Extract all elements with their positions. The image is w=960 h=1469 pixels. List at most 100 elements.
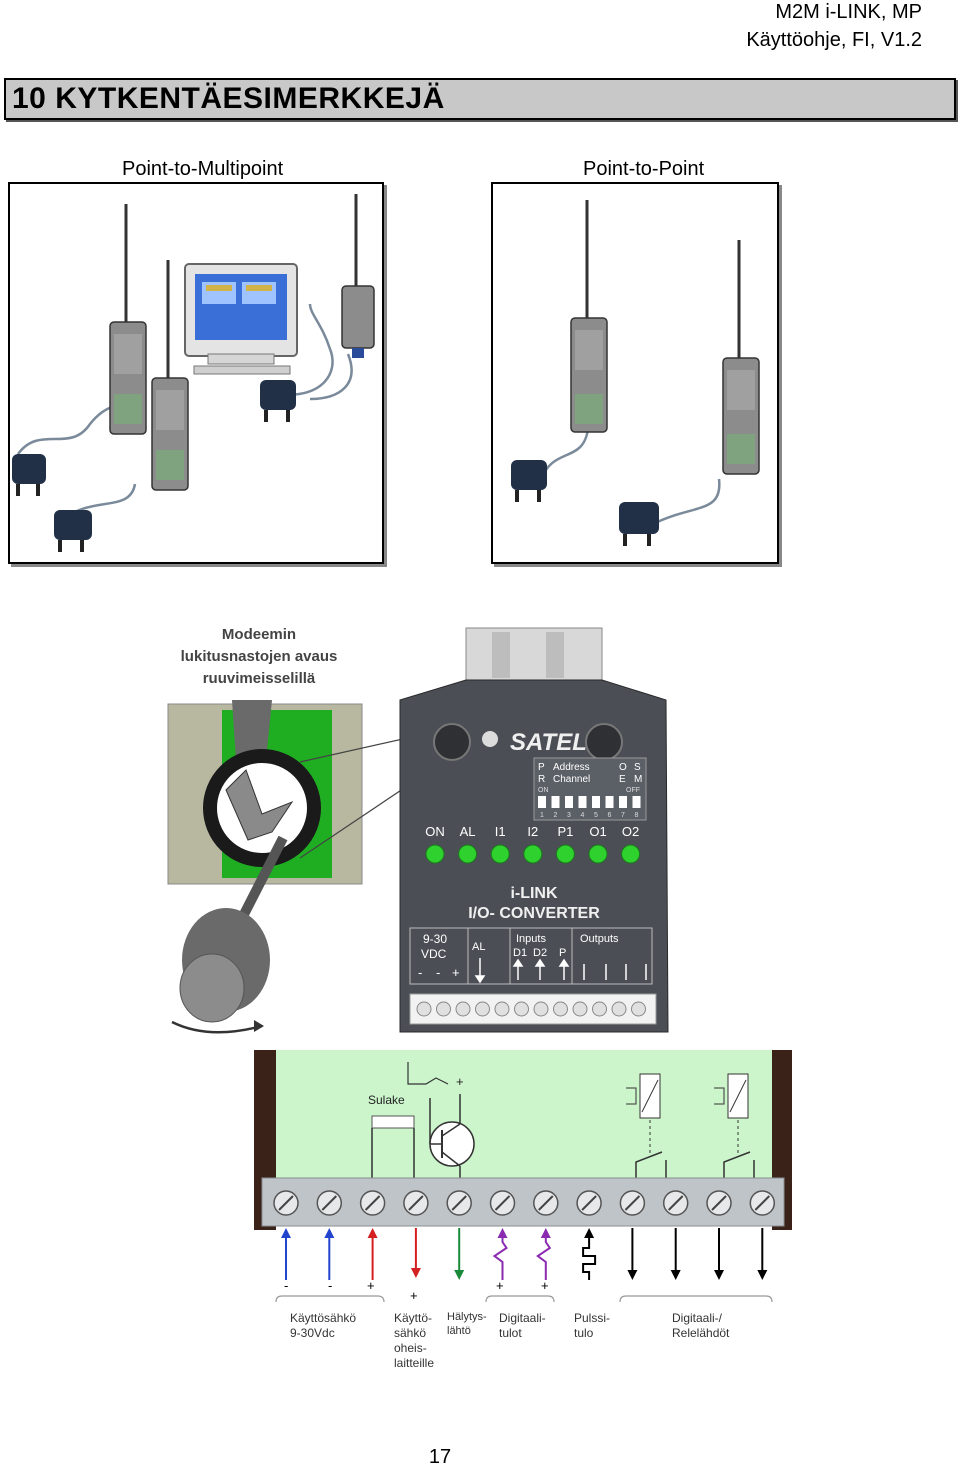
terminal-label-outputs: Outputs xyxy=(580,933,619,945)
callout-line-1: Modeemin xyxy=(222,626,296,643)
screw-terminal-rail xyxy=(273,1190,776,1216)
device-screw xyxy=(494,1001,510,1017)
modem-b xyxy=(722,240,760,475)
dip-label-off: OFF xyxy=(626,787,640,794)
pulse-input-wire xyxy=(582,1236,597,1280)
device-screw xyxy=(631,1001,646,1017)
terminal-label-d2: D2 xyxy=(533,947,547,959)
terminal-sign-3: + xyxy=(452,965,460,980)
power-adapter-1 xyxy=(12,454,46,496)
device-screw xyxy=(475,1001,490,1017)
callout-line-2: lukitusnastojen avaus xyxy=(181,648,338,665)
dip-switch xyxy=(578,796,587,808)
dip-label-on: ON xyxy=(538,787,549,794)
dip-switch xyxy=(565,796,573,808)
modem-1 xyxy=(109,204,147,435)
label-pulse-input: Pulssi- tulo xyxy=(574,1311,613,1340)
dip-switch xyxy=(551,796,560,808)
dip-number: 4 xyxy=(581,812,585,819)
dip-switch xyxy=(592,796,600,808)
led-indicator xyxy=(490,844,510,864)
led-indicator xyxy=(621,844,641,864)
power-adapter-a xyxy=(511,460,547,502)
power-adapter-2 xyxy=(54,510,92,552)
device-screw xyxy=(416,1001,432,1017)
dip-switch xyxy=(538,796,546,808)
led-indicator xyxy=(425,844,445,864)
terminal-sign-2: - xyxy=(436,965,440,980)
sign-1: - xyxy=(284,1278,288,1293)
callout-line-3: ruuvimeisselillä xyxy=(203,670,316,687)
terminal-label-inputs: Inputs xyxy=(516,933,546,945)
relay-outputs xyxy=(626,1073,755,1180)
computer-monitor xyxy=(184,263,298,375)
led-indicator xyxy=(458,844,478,864)
dip-switch xyxy=(605,796,614,808)
multipoint-figure xyxy=(8,182,384,564)
sign-6: + xyxy=(541,1278,549,1293)
dip-number: 8 xyxy=(635,812,639,819)
dip-number: 7 xyxy=(621,812,625,819)
point-caption: Point-to-Point xyxy=(583,158,705,180)
terminal-label-al: AL xyxy=(472,941,485,953)
label-peripheral-power: Käyttö- sähkö oheis- laitteille xyxy=(394,1311,435,1370)
sign-5: + xyxy=(496,1278,504,1293)
device-screw xyxy=(553,1001,568,1017)
led-label: I2 xyxy=(527,824,538,839)
led-indicator xyxy=(588,844,608,864)
fuse-symbol xyxy=(371,1115,415,1129)
power-adapter-b xyxy=(619,502,659,546)
digital-input-wire xyxy=(492,1236,508,1280)
page-number: 17 xyxy=(428,1446,452,1468)
dip-label-address: Address xyxy=(553,762,590,773)
terminal-label-vdc-top: 9-30 xyxy=(423,932,447,946)
terminal-label-vdc-bottom: VDC xyxy=(421,947,447,961)
dip-number: 5 xyxy=(594,812,598,819)
document-header: M2M i-LINK, MP Käyttöohje, FI, V1.2 xyxy=(746,0,922,54)
label-digital-inputs: Digitaali- tulot xyxy=(499,1311,549,1340)
label-alarm-output: Hälytys- lähtö xyxy=(447,1311,490,1337)
dip-number: 2 xyxy=(554,812,558,819)
point-figure xyxy=(491,182,779,564)
sign-2: - xyxy=(328,1278,332,1293)
dip-number: 6 xyxy=(608,812,612,819)
led-indicator xyxy=(523,844,543,864)
io-converter-device: SATEL P R Address Channel O E S M ON OFF… xyxy=(399,627,669,1033)
led-label: P1 xyxy=(557,824,573,839)
dip-label-m: M xyxy=(634,774,642,785)
dip-label-r: R xyxy=(538,774,545,785)
multipoint-illustration xyxy=(12,194,375,552)
fuse-label: Sulake xyxy=(368,1093,405,1107)
lock-pin-detail xyxy=(167,700,363,1034)
dip-label-channel: Channel xyxy=(553,774,590,785)
device-screw xyxy=(611,1001,627,1017)
chapter-title: 10 KYTKENTÄESIMERKKEJÄ xyxy=(12,82,445,115)
digital-input-wire xyxy=(536,1236,552,1280)
dip-label-p: P xyxy=(538,762,545,773)
point-illustration xyxy=(511,200,760,546)
satel-logo-icon xyxy=(482,731,498,747)
terminal-label-p: P xyxy=(559,947,566,959)
device-screw xyxy=(572,1001,588,1017)
dip-number: 3 xyxy=(567,812,571,819)
sign-3: + xyxy=(367,1278,375,1293)
terminal-label-d1: D1 xyxy=(513,947,527,959)
multipoint-caption: Point-to-Multipoint xyxy=(122,158,284,180)
device-name-line-2: I/O- CONVERTER xyxy=(468,905,600,922)
header-product: M2M i-LINK, MP xyxy=(775,1,922,23)
modem-a xyxy=(570,200,608,433)
device-screw xyxy=(592,1001,607,1017)
brand-logo: SATEL xyxy=(510,729,587,756)
sign-4: + xyxy=(410,1288,418,1303)
chapter-title-bar: 10 KYTKENTÄESIMERKKEJÄ xyxy=(4,78,956,120)
label-digital-relay-outputs: Digitaali-/ Relelähdöt xyxy=(672,1311,730,1340)
terminal-sign-1: - xyxy=(418,965,422,980)
led-label: AL xyxy=(460,824,476,839)
led-label: O1 xyxy=(589,824,606,839)
header-manual: Käyttöohje, FI, V1.2 xyxy=(746,29,922,51)
svg-text:+: + xyxy=(456,1074,464,1089)
led-label: I1 xyxy=(495,824,506,839)
dip-label-e: E xyxy=(619,774,626,785)
device-terminal-strip xyxy=(416,1001,646,1017)
